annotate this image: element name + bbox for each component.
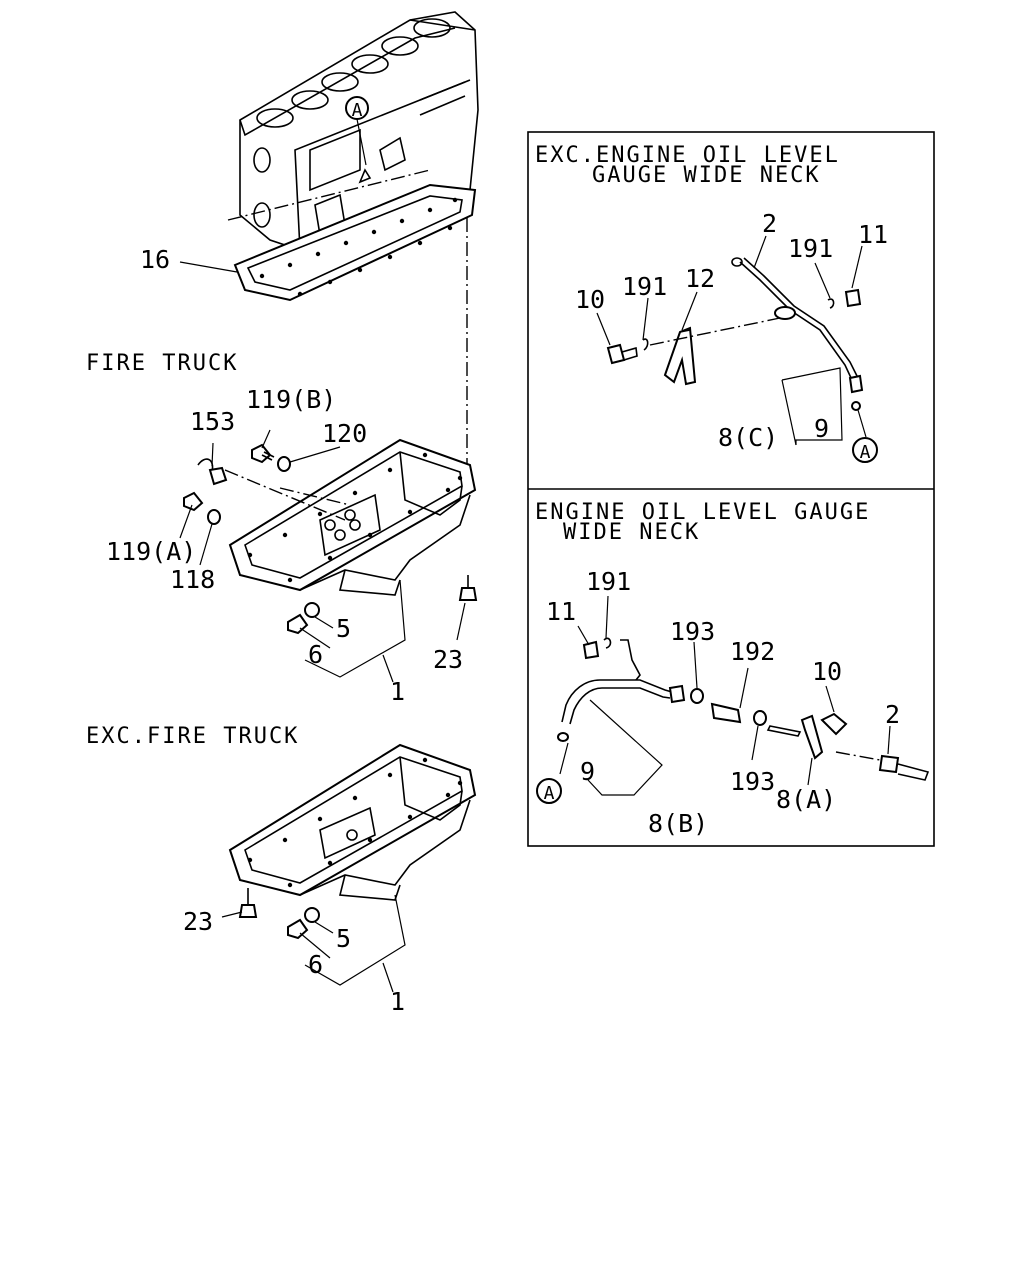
bolt-119b [251,443,275,464]
label-6-fire-truck: 6 [308,640,323,669]
label-11-top: 11 [858,220,888,249]
bottom-box-heading-line1: ENGINE OIL LEVEL GAUGE [535,500,870,525]
top-gauge-assembly [606,257,864,411]
label-191-bottom: 191 [586,567,631,596]
engine-block [227,11,479,251]
drain-plug-assy [287,602,320,635]
label-5-exc: 5 [336,924,351,953]
label-193-bottom-a: 193 [670,617,715,646]
label-192-bottom: 192 [730,637,775,666]
label-8b-bottom: 8(B) [648,809,708,838]
washer-118 [207,509,221,525]
label-119b: 119(B) [246,385,336,414]
label-12-top: 12 [685,264,715,293]
oil-pan-gasket [233,183,477,302]
reference-a-label: A [352,100,363,121]
drain-plug-assy-exc [287,907,320,940]
label-8a-bottom: 8(A) [776,785,836,814]
label-9-bottom: 9 [580,757,595,786]
label-1-exc: 1 [390,987,405,1016]
label-23-exc: 23 [183,907,213,936]
washer-120 [277,456,291,472]
label-120: 120 [322,419,367,448]
label-119a: 119(A) [106,537,196,566]
label-191-top-a: 191 [788,234,833,263]
label-193-bottom-b: 193 [730,767,775,796]
sensor-153 [197,458,228,486]
label-11-bottom: 11 [546,597,576,626]
label-a-top: A [860,442,871,463]
reference-a-circle-top [852,437,878,463]
label-2-bottom: 2 [885,700,900,729]
bottom-gauge-assembly [557,637,930,781]
heading-exc-fire-truck: EXC.FIRE TRUCK [86,724,299,749]
label-a-bottom: A [544,783,555,804]
label-153: 153 [190,407,235,436]
label-gasket-16: 16 [140,245,170,274]
bolt-23-exc [238,888,258,918]
exc-fire-truck-oil-pan [228,743,477,901]
label-10-bottom: 10 [812,657,842,686]
reference-a-circle-bottom [536,778,562,804]
heading-fire-truck: FIRE TRUCK [86,351,238,376]
label-23-fire-truck: 23 [433,645,463,674]
bolt-23-fire-truck [458,575,478,601]
label-8c-top: 8(C) [718,423,778,452]
label-2-top: 2 [762,209,777,238]
label-191-top-b: 191 [622,272,667,301]
label-9-top: 9 [814,414,829,443]
label-1-fire-truck: 1 [390,677,405,706]
top-box-heading-line1: EXC.ENGINE OIL LEVEL [535,143,840,168]
fire-truck-oil-pan [224,438,477,596]
top-box-heading-line2: GAUGE WIDE NECK [592,163,821,188]
bottom-box-heading-line2: WIDE NECK [563,520,700,545]
label-118: 118 [170,565,215,594]
bolt-119a [183,491,204,512]
label-6-exc: 6 [308,950,323,979]
label-10-top: 10 [575,285,605,314]
label-5-fire-truck: 5 [336,614,351,643]
